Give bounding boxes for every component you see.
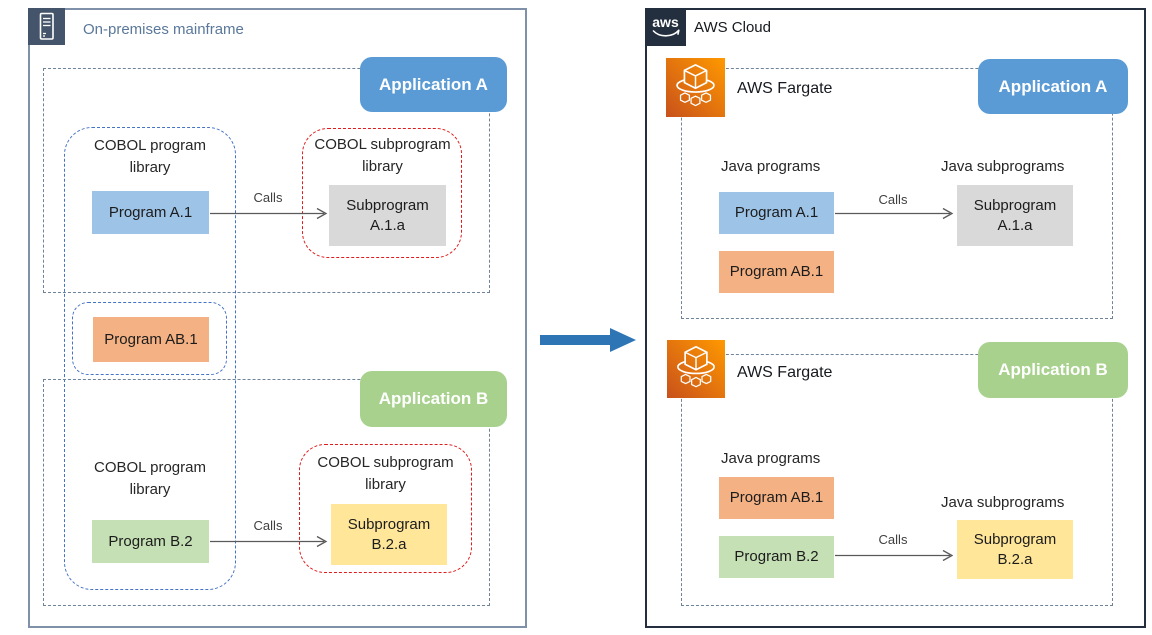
- onprem-mainframe-container: [28, 8, 527, 628]
- aws-subprogram-b2a: Subprogram B.2.a: [957, 520, 1073, 579]
- aws-fargate-icon-a: [666, 58, 725, 117]
- aws-program-b2: Program B.2: [719, 536, 834, 578]
- cobol-subprogram-library-a-label: COBOL subprogram library: [314, 136, 451, 175]
- onprem-program-a1: Program A.1: [92, 191, 209, 234]
- cobol-program-library-boundary: [64, 127, 236, 590]
- aws-cloud-container: [645, 8, 1146, 628]
- cobol-program-library-label-b: COBOL program library: [94, 459, 206, 498]
- aws-logo-icon: aws: [645, 8, 686, 46]
- migration-arrow: [540, 328, 636, 352]
- onprem-app-a-badge: Application A: [360, 57, 507, 112]
- aws-fargate-label-a: AWS Fargate: [737, 80, 833, 97]
- aws-subprogram-a1a: Subprogram A.1.a: [957, 185, 1073, 246]
- onprem-app-b-badge: Application B: [360, 371, 507, 427]
- aws-program-ab1-b: Program AB.1: [719, 477, 834, 519]
- java-programs-label-b: Java programs: [721, 450, 821, 467]
- onprem-title: On-premises mainframe: [83, 21, 244, 38]
- cobol-subprogram-library-a-boundary: [302, 128, 462, 258]
- java-subprograms-label-a: Java subprograms: [941, 158, 1065, 175]
- aws-program-ab1-a: Program AB.1: [719, 251, 834, 293]
- aws-app-a-badge-label: Application A: [998, 76, 1108, 96]
- java-programs-label-a: Java programs: [721, 158, 821, 175]
- aws-app-b-boundary: [681, 354, 1113, 606]
- aws-fargate-label-b: AWS Fargate: [737, 364, 833, 381]
- aws-program-a1: Program A.1: [719, 192, 834, 234]
- onprem-app-b-badge-label: Application B: [378, 389, 489, 408]
- onprem-calls-label-b: Calls: [253, 518, 283, 533]
- onprem-subprogram-b2a: Subprogram B.2.a: [331, 504, 447, 565]
- aws-app-b-badge-label: Application B: [998, 360, 1108, 379]
- onprem-program-ab1: Program AB.1: [93, 317, 209, 362]
- shared-program-boundary: [72, 302, 227, 375]
- mainframe-icon: [28, 8, 65, 45]
- java-subprograms-label-b: Java subprograms: [941, 494, 1065, 511]
- onprem-program-b2: Program B.2: [92, 520, 209, 563]
- onprem-app-a-badge-label: Application A: [379, 74, 488, 94]
- cobol-subprogram-library-b-label: COBOL subprogram library: [317, 454, 454, 493]
- aws-app-b-badge: Application B: [978, 342, 1128, 398]
- aws-app-a-badge: Application A: [978, 59, 1128, 114]
- aws-cloud-title: AWS Cloud: [694, 19, 771, 36]
- aws-calls-label-a: Calls: [878, 192, 908, 207]
- onprem-app-b-boundary: [43, 379, 490, 606]
- aws-app-a-boundary: [681, 68, 1113, 319]
- onprem-calls-label-a: Calls: [253, 190, 283, 205]
- cobol-program-library-label-a: COBOL program library: [94, 137, 206, 176]
- aws-logo-text: aws: [652, 14, 679, 30]
- onprem-app-a-boundary: [43, 68, 490, 293]
- aws-calls-label-b: Calls: [878, 532, 908, 547]
- onprem-subprogram-a1a: Subprogram A.1.a: [329, 185, 446, 246]
- aws-fargate-icon-b: [667, 340, 725, 398]
- cobol-subprogram-library-b-boundary: [299, 444, 472, 573]
